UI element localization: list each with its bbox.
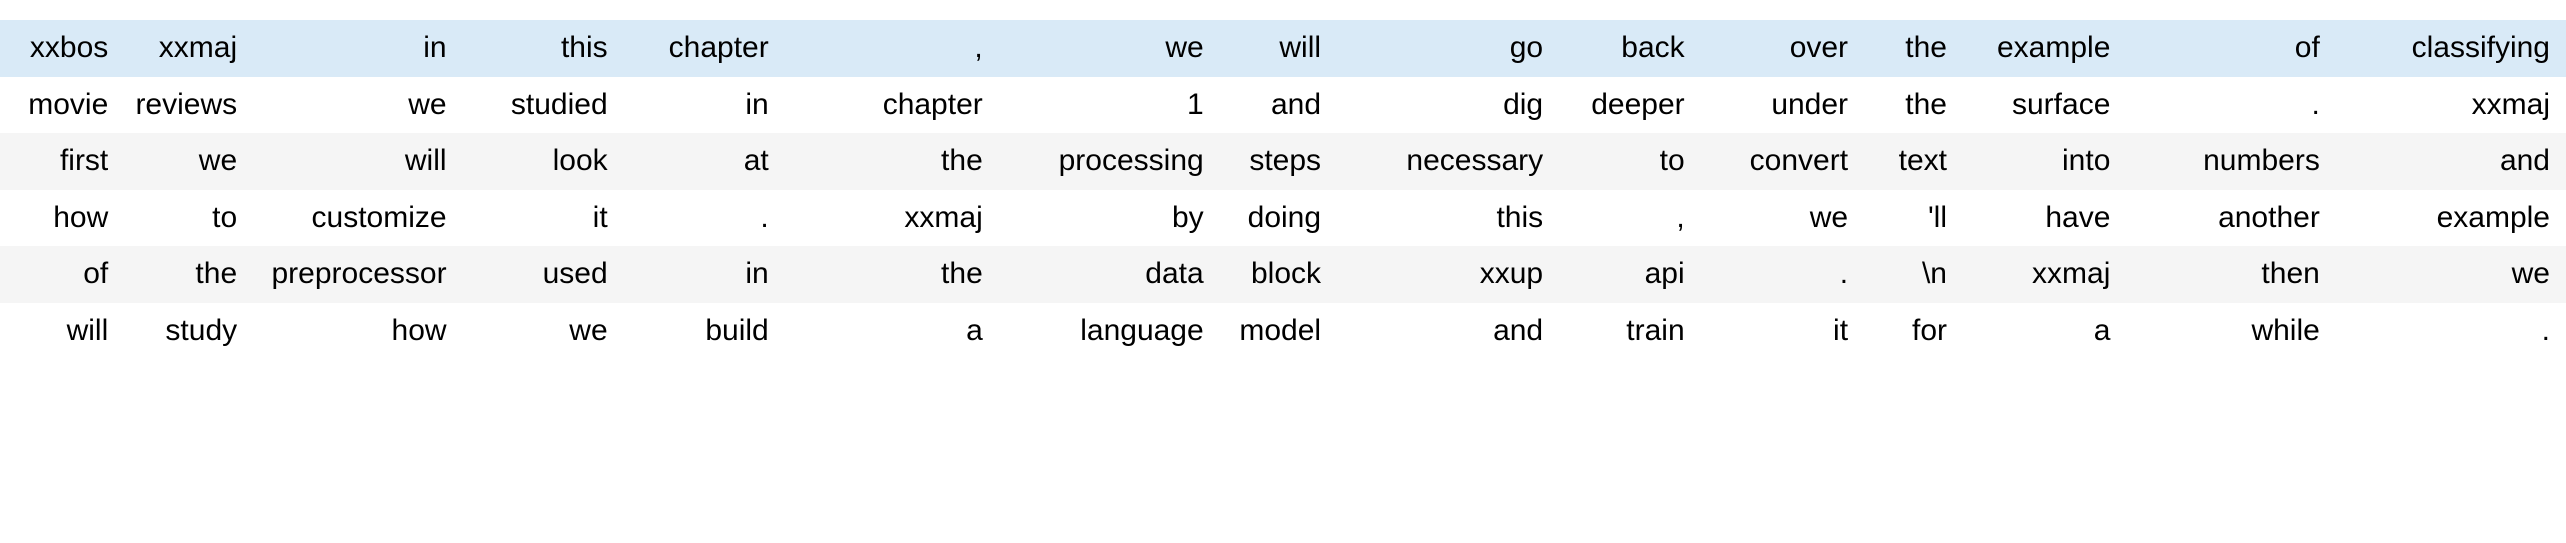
token-cell: surface xyxy=(2012,87,2111,121)
token-cell: in xyxy=(745,257,769,290)
token-cell: language xyxy=(1080,313,1204,347)
token-cell: model xyxy=(1239,313,1322,347)
token-cell: xxup xyxy=(1479,257,1544,290)
token-cell: first xyxy=(59,144,109,177)
token-cell: this xyxy=(560,31,608,64)
token-cell: we xyxy=(198,144,238,177)
token-cell: studied xyxy=(510,87,608,121)
token-cell: to xyxy=(1659,144,1685,177)
token-cell: we xyxy=(569,313,608,347)
token-cell: \n xyxy=(1921,257,1947,290)
table-row[interactable]: of the preprocessor used in the data block xxup a… xyxy=(0,246,2566,303)
token-cell: will xyxy=(404,144,447,177)
token-cell: of xyxy=(2294,31,2320,64)
token-cell: look xyxy=(552,144,608,177)
token-cell: api xyxy=(1644,257,1685,290)
token-cell: the xyxy=(941,257,983,290)
table-row[interactable]: first we will look at the processing steps neces… xyxy=(0,133,2566,190)
token-cell: deeper xyxy=(1591,87,1685,121)
token-cell: and xyxy=(1270,87,1322,121)
token-cell: and xyxy=(2499,144,2550,177)
token-cell: doing xyxy=(1247,200,1322,234)
token-cell: convert xyxy=(1749,144,1849,177)
token-cell: how xyxy=(53,200,109,234)
token-cell: . xyxy=(760,200,769,234)
token-cell: build xyxy=(705,313,769,347)
token-cell: , xyxy=(974,31,983,64)
token-cell: dig xyxy=(1503,87,1544,121)
token-cell: we xyxy=(1809,200,1849,234)
token-cell: necessary xyxy=(1406,144,1544,177)
table-row[interactable]: will study how we build a language model and trai… xyxy=(0,302,2566,359)
token-cell: train xyxy=(1626,313,1685,347)
token-cell: the xyxy=(941,144,983,177)
token-cell: 1 xyxy=(1187,87,1204,121)
token-cell: of xyxy=(83,257,109,290)
token-cell: xxbos xyxy=(29,31,109,64)
tokenized-text-table: xxbos xxmaj in this chapter, we will go back over… xyxy=(0,20,2566,359)
token-cell: it xyxy=(592,200,608,234)
token-cell: while xyxy=(2251,313,2320,347)
token-cell: xxmaj xyxy=(158,31,238,64)
token-cell: will xyxy=(1279,31,1322,64)
token-cell: in xyxy=(423,31,447,64)
token-cell: by xyxy=(1172,200,1204,234)
token-cell: chapter xyxy=(668,31,769,64)
token-cell: used xyxy=(542,257,608,290)
token-cell: classifying xyxy=(2411,31,2550,64)
token-cell: a xyxy=(966,313,983,347)
token-cell: under xyxy=(1771,87,1849,121)
token-cell: . xyxy=(1839,257,1849,290)
token-cell: another xyxy=(2218,200,2320,234)
token-cell: xxmaj xyxy=(2471,87,2550,121)
token-cell: over xyxy=(1789,31,1849,64)
token-cell: chapter xyxy=(882,87,983,121)
token-cell: to xyxy=(212,200,238,234)
token-cell: customize xyxy=(311,200,447,234)
token-cell: , xyxy=(1676,200,1685,234)
token-cell: for xyxy=(1911,313,1947,347)
token-cell: steps xyxy=(1249,144,1322,177)
token-cell: text xyxy=(1898,144,1947,177)
token-cell: movie xyxy=(28,87,109,121)
token-cell: have xyxy=(2045,200,2111,234)
token-cell: preprocessor xyxy=(271,257,447,290)
token-cell: the xyxy=(1905,87,1947,121)
token-cell: study xyxy=(165,313,238,347)
token-cell: . xyxy=(2541,313,2550,347)
token-cell: we xyxy=(1165,31,1204,64)
table-row[interactable]: xxbos xxmaj in this chapter, we will go back over… xyxy=(0,20,2566,77)
token-cell: 'll xyxy=(1927,200,1947,234)
token-cell: how xyxy=(391,313,447,347)
token-cell: the xyxy=(1905,31,1947,64)
token-cell: in xyxy=(745,87,769,121)
token-cell: at xyxy=(743,144,769,177)
token-cell: this xyxy=(1496,200,1544,234)
token-cell: the xyxy=(195,257,238,290)
token-cell: xxmaj xyxy=(2032,257,2111,290)
table-body: xxbos xxmaj in this chapter, we will go back over… xyxy=(0,20,2566,359)
table-row[interactable]: movie reviews we studied in chapter 1 and dig dee… xyxy=(0,76,2566,133)
token-cell: xxmaj xyxy=(904,200,983,234)
token-cell: reviews xyxy=(135,87,238,121)
table-row[interactable]: how to customize it. xxmaj by doing this, we 'll h… xyxy=(0,189,2566,246)
token-cell: data xyxy=(1145,257,1204,290)
token-cell: block xyxy=(1251,257,1322,290)
token-cell: . xyxy=(2311,87,2320,121)
token-cell: will xyxy=(66,313,109,347)
token-cell: a xyxy=(2093,313,2111,347)
token-cell: processing xyxy=(1058,144,1204,177)
token-cell: it xyxy=(1833,313,1849,347)
token-cell: we xyxy=(408,87,447,121)
token-cell: we xyxy=(2511,257,2550,290)
token-cell: back xyxy=(1621,31,1685,64)
token-cell: go xyxy=(1509,31,1544,64)
token-cell: example xyxy=(2436,200,2550,234)
token-cell: into xyxy=(2062,144,2111,177)
token-cell: then xyxy=(2261,257,2320,290)
token-cell: numbers xyxy=(2203,144,2320,177)
token-cell: and xyxy=(1493,313,1544,347)
token-cell: example xyxy=(1996,31,2111,64)
